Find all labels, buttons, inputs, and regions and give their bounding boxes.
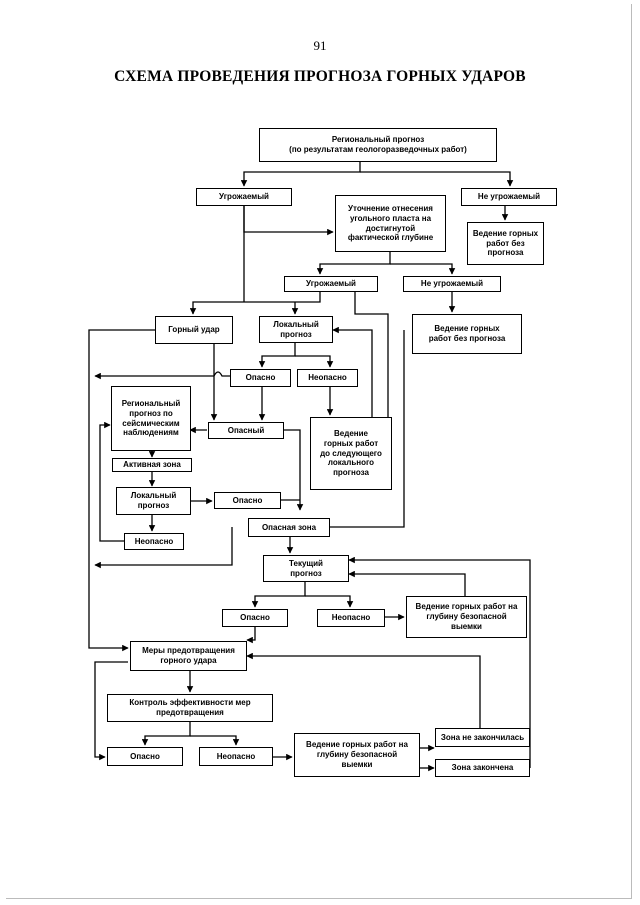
box-mining-safe-depth-2: Ведение горных работ на глубину безопасн…	[294, 733, 420, 777]
box-zone-not-finished: Зона не закончилась	[435, 728, 530, 747]
box-not-threatened-2-text: Не угрожаемый	[420, 279, 484, 289]
box-local-forecast: Локальный прогноз	[259, 316, 333, 343]
box-active-zone: Активная зона	[112, 458, 192, 472]
page-frame	[6, 4, 632, 899]
box-mining-safe-depth-1-text: Ведение горных работ на глубину безопасн…	[415, 602, 518, 631]
box-not-threatened-1-text: Не угрожаемый	[477, 192, 541, 202]
box-dangerous-zone-text: Опасная зона	[261, 522, 317, 532]
box-not-dangerous-4: Неопасно	[199, 747, 273, 766]
box-prevention-measures: Меры предотвращения горного удара	[130, 641, 247, 671]
box-dangerous-1: Опасно	[230, 369, 291, 387]
box-dangerous-1-text: Опасно	[245, 373, 276, 383]
box-dangerous-4: Опасно	[107, 747, 183, 766]
box-efficiency-control-text: Контроль эффективности мер предотвращени…	[129, 698, 251, 717]
box-refinement-text: Уточнение отнесения угольного пласта на …	[347, 204, 434, 243]
box-mining-safe-depth-2-text: Ведение горных работ на глубину безопасн…	[306, 740, 408, 769]
box-not-dangerous-1: Неопасно	[297, 369, 358, 387]
box-zone-finished: Зона закончена	[435, 759, 530, 777]
box-dangerous-2: Опасно	[214, 492, 281, 509]
box-dangerous-state: Опасный	[208, 422, 284, 439]
box-threatened-2: Угрожаемый	[284, 276, 378, 292]
box-prevention-measures-text: Меры предотвращения горного удара	[142, 646, 235, 665]
box-local-forecast-2: Локальный прогноз	[116, 487, 191, 515]
box-local-forecast-2-text: Локальный прогноз	[130, 491, 177, 510]
box-regional-forecast: Региональный прогноз (по результатам гео…	[259, 128, 497, 162]
page-title: СХЕМА ПРОВЕДЕНИЯ ПРОГНОЗА ГОРНЫХ УДАРОВ	[114, 68, 526, 85]
box-active-zone-text: Активная зона	[123, 460, 181, 470]
box-dangerous-state-text: Опасный	[227, 425, 265, 435]
box-mining-no-forecast-1: Ведение горных работ без прогноза	[467, 222, 544, 265]
box-mining-next-local: Ведение горных работ до следующего локал…	[310, 417, 392, 490]
box-regional-seismic: Региональный прогноз по сейсмическим наб…	[111, 386, 191, 451]
box-not-dangerous-2: Неопасно	[124, 533, 184, 550]
box-regional-seismic-text: Региональный прогноз по сейсмическим наб…	[121, 399, 181, 438]
box-zone-finished-text: Зона закончена	[451, 763, 514, 773]
box-threatened-1-text: Угрожаемый	[219, 192, 269, 202]
box-dangerous-zone: Опасная зона	[248, 518, 330, 537]
box-rock-burst: Горный удар	[155, 316, 233, 344]
box-mining-no-forecast-1-text: Ведение горных работ без прогноза	[472, 228, 539, 258]
box-dangerous-3: Опасно	[222, 609, 288, 627]
box-mining-next-local-text: Ведение горных работ до следующего локал…	[320, 429, 382, 478]
page-number: 91	[313, 38, 327, 53]
box-current-forecast-text: Текущий прогноз	[289, 558, 323, 578]
box-rock-burst-text: Горный удар	[168, 325, 220, 335]
box-not-dangerous-3: Неопасно	[317, 609, 385, 627]
box-mining-no-forecast-2: Ведение горных работ без прогноза	[412, 314, 522, 354]
box-dangerous-3-text: Опасно	[240, 613, 270, 623]
box-not-threatened-1: Не угрожаемый	[461, 188, 557, 206]
box-zone-not-finished-text: Зона не закончилась	[440, 732, 525, 742]
box-efficiency-control: Контроль эффективности мер предотвращени…	[107, 694, 273, 722]
box-regional-forecast-text: Региональный прогноз (по результатам гео…	[289, 135, 467, 154]
box-not-threatened-2: Не угрожаемый	[403, 276, 501, 292]
box-mining-safe-depth-1: Ведение горных работ на глубину безопасн…	[406, 596, 527, 638]
box-threatened-2-text: Угрожаемый	[306, 279, 356, 289]
box-not-dangerous-3-text: Неопасно	[331, 613, 371, 623]
box-threatened-1: Угрожаемый	[196, 188, 292, 206]
box-not-dangerous-1-text: Неопасно	[308, 373, 347, 383]
box-not-dangerous-4-text: Неопасно	[216, 751, 256, 761]
box-mining-no-forecast-2-text: Ведение горных работ без прогноза	[428, 324, 506, 343]
box-refinement: Уточнение отнесения угольного пласта на …	[335, 195, 446, 252]
box-not-dangerous-2-text: Неопасно	[134, 536, 174, 546]
box-local-forecast-text: Локальный прогноз	[273, 319, 319, 339]
box-dangerous-2-text: Опасно	[232, 495, 263, 505]
box-current-forecast: Текущий прогноз	[263, 555, 349, 582]
box-dangerous-4-text: Опасно	[130, 751, 160, 761]
